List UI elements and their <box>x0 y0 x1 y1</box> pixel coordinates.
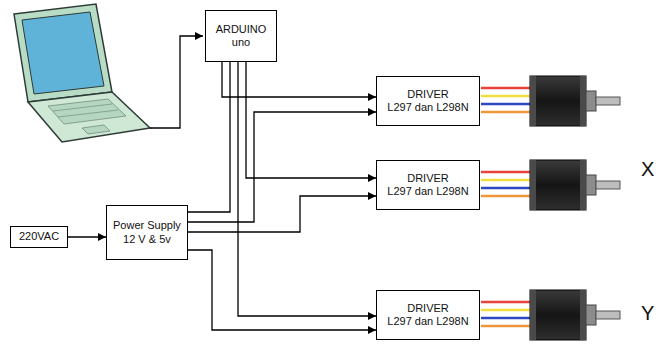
stepper-motor <box>481 76 620 126</box>
mains-box: 220VAC <box>10 226 68 248</box>
stepper-motor <box>481 160 620 210</box>
box-text: Power Supply <box>113 219 181 232</box>
driver-box: DRIVERL297 dan L298N <box>376 76 480 126</box>
axis-label: Y <box>641 302 654 325</box>
box-text: L297 dan L298N <box>387 315 468 328</box>
axis-label: X <box>641 158 654 181</box>
connector-arrow <box>188 196 376 232</box>
box-text: 220VAC <box>19 230 59 243</box>
box-text: ARDUINO <box>216 23 267 36</box>
connector-arrow <box>188 250 376 330</box>
connector-arrow <box>188 112 376 222</box>
connector-arrow <box>188 62 230 212</box>
power-supply-box: Power Supply12 V & 5v <box>106 205 188 260</box>
connector-arrow <box>238 62 376 316</box>
box-text: uno <box>232 36 250 49</box>
laptop-link <box>150 36 203 128</box>
controller-box: ARDUINOuno <box>205 10 277 62</box>
box-text: DRIVER <box>407 88 449 101</box>
box-text: 12 V & 5v <box>123 233 171 246</box>
box-text: DRIVER <box>407 172 449 185</box>
connector-arrow <box>68 236 106 237</box>
box-text: DRIVER <box>407 302 449 315</box>
box-text: L297 dan L298N <box>387 185 468 198</box>
laptop-icon <box>14 4 150 142</box>
driver-box: DRIVERL297 dan L298N <box>376 160 480 210</box>
driver-box: DRIVERL297 dan L298N <box>376 290 480 340</box>
connector-arrow <box>246 62 376 178</box>
stepper-motor <box>481 290 620 340</box>
box-text: L297 dan L298N <box>387 101 468 114</box>
connector-arrow <box>222 62 376 97</box>
